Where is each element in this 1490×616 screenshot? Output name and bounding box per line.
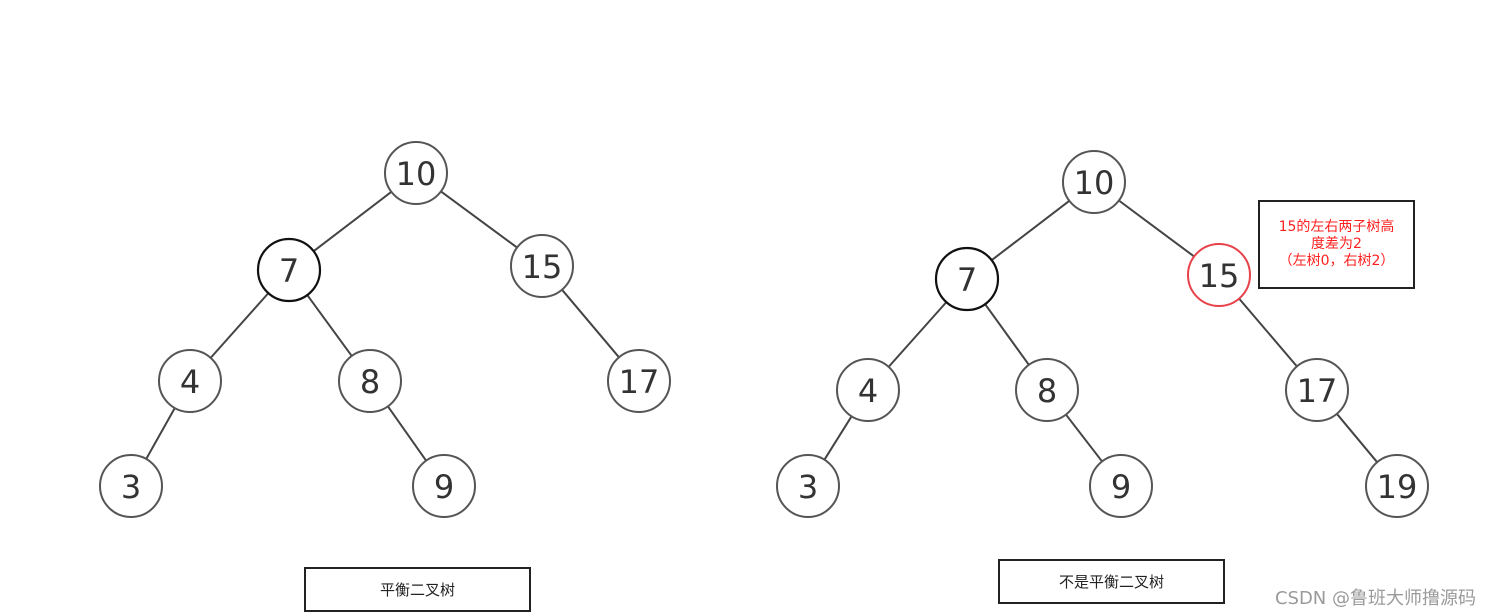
unbalanced-node-19-label: 19	[1377, 468, 1418, 506]
balanced-node-17: 17	[607, 349, 671, 413]
unbalanced-node-9-label: 9	[1111, 468, 1131, 506]
unbalanced-edge-4-3	[823, 415, 853, 461]
unbalanced-node-17: 17	[1285, 358, 1349, 422]
balanced-node-8-circle	[338, 349, 402, 413]
unbalanced-edge-10-7	[991, 200, 1070, 261]
balanced-node-4: 4	[158, 349, 222, 413]
balanced-node-7-circle	[256, 237, 322, 303]
unbalanced-node-7-label: 7	[957, 261, 977, 299]
balanced-node-15-label: 15	[522, 248, 563, 286]
caption-balanced-tree-text: 平衡二叉树	[379, 581, 455, 599]
unbalanced-node-9-circle	[1089, 454, 1153, 518]
unbalanced-node-3-circle	[776, 454, 840, 518]
unbalanced-node-15: 15	[1187, 243, 1251, 307]
unbalanced-node-8: 8	[1015, 358, 1079, 422]
unbalanced-node-9: 9	[1089, 454, 1153, 518]
unbalanced-node-10-circle	[1062, 150, 1126, 214]
edges-layer	[145, 190, 1378, 463]
balanced-node-15-circle	[510, 234, 574, 298]
balanced-edge-10-15	[440, 190, 518, 249]
balanced-node-4-circle	[158, 349, 222, 413]
unbalanced-node-4: 4	[836, 358, 900, 422]
balanced-node-10: 10	[384, 141, 448, 205]
balanced-node-15: 15	[510, 234, 574, 298]
unbalanced-node-19: 19	[1365, 454, 1429, 518]
unbalanced-edge-7-4	[887, 301, 948, 368]
caption-balanced-tree: 平衡二叉树	[304, 567, 531, 612]
unbalanced-node-19-circle	[1365, 454, 1429, 518]
balanced-node-3: 3	[99, 454, 163, 518]
unbalanced-node-17-circle	[1285, 358, 1349, 422]
balanced-node-9-circle	[412, 454, 476, 518]
unbalanced-node-3: 3	[776, 454, 840, 518]
unbalanced-edge-8-9	[1065, 413, 1103, 463]
balanced-node-8: 8	[338, 349, 402, 413]
unbalanced-node-3-label: 3	[798, 468, 818, 506]
unbalanced-node-10-label: 10	[1074, 164, 1115, 202]
unbalanced-edge-17-19	[1336, 413, 1378, 463]
balanced-node-3-label: 3	[121, 468, 141, 506]
unbalanced-edge-10-15	[1118, 199, 1195, 258]
unbalanced-node-17-label: 17	[1297, 372, 1338, 410]
balanced-edge-15-17	[561, 289, 620, 358]
unbalanced-node-15-circle	[1187, 243, 1251, 307]
watermark: CSDN @鲁班大师撸源码	[1274, 588, 1476, 609]
unbalanced-node-15-label: 15	[1199, 257, 1240, 295]
balanced-node-8-label: 8	[360, 363, 380, 401]
balanced-node-17-label: 17	[619, 363, 660, 401]
balanced-edge-7-4	[209, 292, 270, 359]
balanced-node-10-circle	[384, 141, 448, 205]
unbalanced-node-7: 7	[934, 246, 1000, 312]
unbalanced-edge-15-17	[1238, 297, 1298, 368]
unbalanced-edge-7-8	[984, 303, 1030, 366]
unbalanced-node-8-label: 8	[1037, 372, 1057, 410]
balanced-node-9: 9	[412, 454, 476, 518]
nodes-layer: 10 7 15 4 8 17 3 9 10 7 15 4 8 17 3 9 19	[99, 141, 1429, 518]
balanced-node-3-circle	[99, 454, 163, 518]
imbalance-note-line-3: （左树0，右树2）	[1278, 253, 1395, 269]
imbalance-note-line-2: 度差为2	[1311, 236, 1362, 252]
balanced-edge-4-3	[145, 407, 176, 460]
unbalanced-node-7-circle	[934, 246, 1000, 312]
unbalanced-node-8-circle	[1015, 358, 1079, 422]
caption-unbalanced-tree-text: 不是平衡二叉树	[1058, 573, 1164, 591]
unbalanced-node-4-circle	[836, 358, 900, 422]
unbalanced-node-10: 10	[1062, 150, 1126, 214]
balanced-node-10-label: 10	[396, 155, 437, 193]
unbalanced-node-4-label: 4	[858, 372, 878, 410]
balanced-edge-10-7	[313, 191, 392, 252]
balanced-node-7-label: 7	[279, 252, 299, 290]
imbalance-note-line-1: 15的左右两子树高	[1278, 219, 1395, 235]
balanced-node-17-circle	[607, 349, 671, 413]
balanced-edge-7-8	[306, 294, 353, 357]
balanced-node-9-label: 9	[434, 468, 454, 506]
imbalance-note: 15的左右两子树高 度差为2 （左树0，右树2）	[1258, 200, 1415, 289]
balanced-node-7: 7	[256, 237, 322, 303]
balanced-node-4-label: 4	[180, 363, 200, 401]
caption-unbalanced-tree: 不是平衡二叉树	[998, 559, 1225, 604]
balanced-edge-8-9	[387, 405, 427, 462]
